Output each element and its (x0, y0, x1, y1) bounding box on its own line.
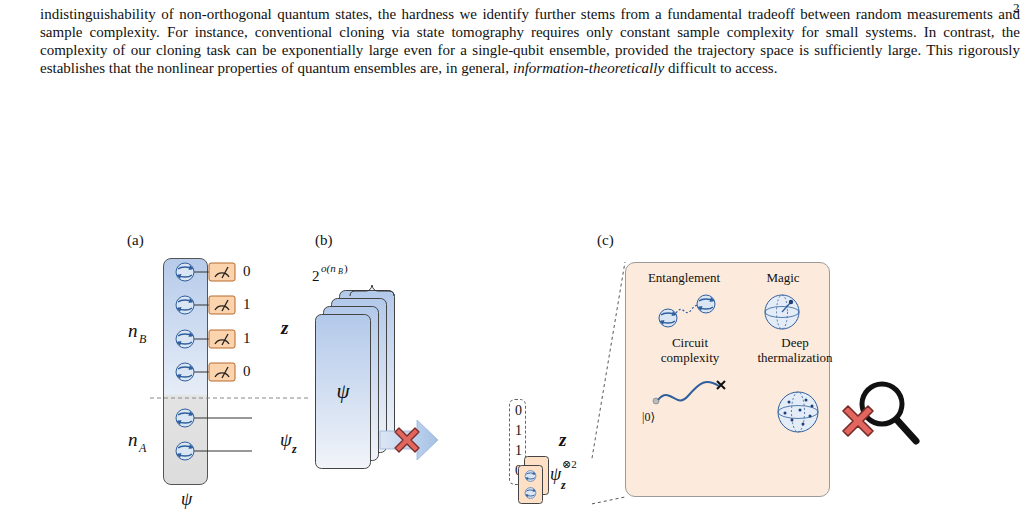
outcome-digit: 0 (243, 363, 251, 380)
copy-card (519, 466, 543, 504)
math-subscript: A (139, 442, 146, 455)
qubit-icon (176, 330, 194, 348)
math-symbol: ψ (280, 430, 292, 451)
node-text: ⊗2 (562, 458, 577, 470)
math-symbol: 2 (312, 268, 320, 285)
math-symbol: n (128, 430, 138, 451)
qubit-icon (525, 471, 536, 482)
node-text: Deep thermalization (754, 335, 836, 365)
body-text: difficult to access. (668, 60, 777, 76)
magic-sphere (765, 295, 799, 329)
qubit-icon (176, 442, 194, 460)
property-box: EntanglementMagicCircuit complexityDeep … (625, 262, 830, 497)
node-outline (315, 288, 395, 470)
node-text: ψ (315, 380, 371, 403)
qubit-icon (176, 409, 194, 427)
qubit-icon (176, 363, 194, 381)
node-text: ψ (550, 465, 561, 485)
block-arrow (380, 420, 438, 460)
measurement-symbol (209, 296, 235, 314)
state-card (316, 315, 371, 469)
body-paragraph: indistinguishability of non-orthogonal q… (40, 5, 1020, 77)
zoom-line (592, 262, 625, 458)
partition-line (150, 398, 310, 399)
cross-mark (395, 428, 419, 452)
math-superscript: o(n (321, 262, 336, 274)
wires (194, 272, 252, 451)
panel-label: (a) (127, 232, 144, 249)
zoom-line (592, 497, 625, 504)
outcome-digit: 1 (243, 330, 251, 347)
node-text: 1 (510, 423, 527, 438)
node-text: Magic (743, 271, 823, 285)
brace (350, 285, 394, 296)
math-subscript: B (139, 333, 146, 346)
math-superscript: ) (344, 262, 348, 274)
ensemble-stack: ψ (315, 288, 395, 470)
qubit-icon (176, 263, 194, 281)
math-subscript: z (292, 443, 297, 456)
qubit-icon (176, 296, 194, 314)
panel-label: (c) (597, 232, 614, 249)
qubit-icon (525, 488, 536, 499)
math-symbol: n (128, 321, 138, 342)
node-text: z (561, 479, 566, 492)
node-text: 1 (510, 443, 527, 458)
entanglement-link (676, 305, 700, 313)
math-symbol: z (281, 318, 288, 339)
qubit-icon (659, 309, 677, 327)
body-text-italic: information-theoretically (513, 60, 664, 76)
magnifier-symbol (862, 384, 916, 441)
measurement-symbol (209, 263, 235, 281)
outcome-digit: 1 (243, 296, 251, 313)
thermalization-sphere (778, 392, 818, 432)
node-text: Circuit complexity (652, 335, 728, 365)
outcome-digit: 0 (243, 263, 251, 280)
copy-stack: ψz ⊗2 (514, 455, 592, 507)
measurement-symbol (209, 363, 235, 381)
cross-mark (843, 406, 873, 436)
node-text: ψ (164, 490, 209, 510)
node-text: |0⟩ (642, 411, 655, 424)
node-text: Entanglement (629, 271, 739, 285)
circuit-path (653, 381, 725, 404)
math-subscript: B (338, 268, 343, 277)
node-text: 0 (510, 403, 527, 418)
page-number: 2 (1013, 1, 1020, 15)
panel-label: (b) (315, 232, 333, 249)
math-symbol: z (559, 430, 566, 451)
state-column: ψ (163, 258, 208, 485)
qubit-icon (697, 295, 715, 313)
measurement-symbol (209, 330, 235, 348)
